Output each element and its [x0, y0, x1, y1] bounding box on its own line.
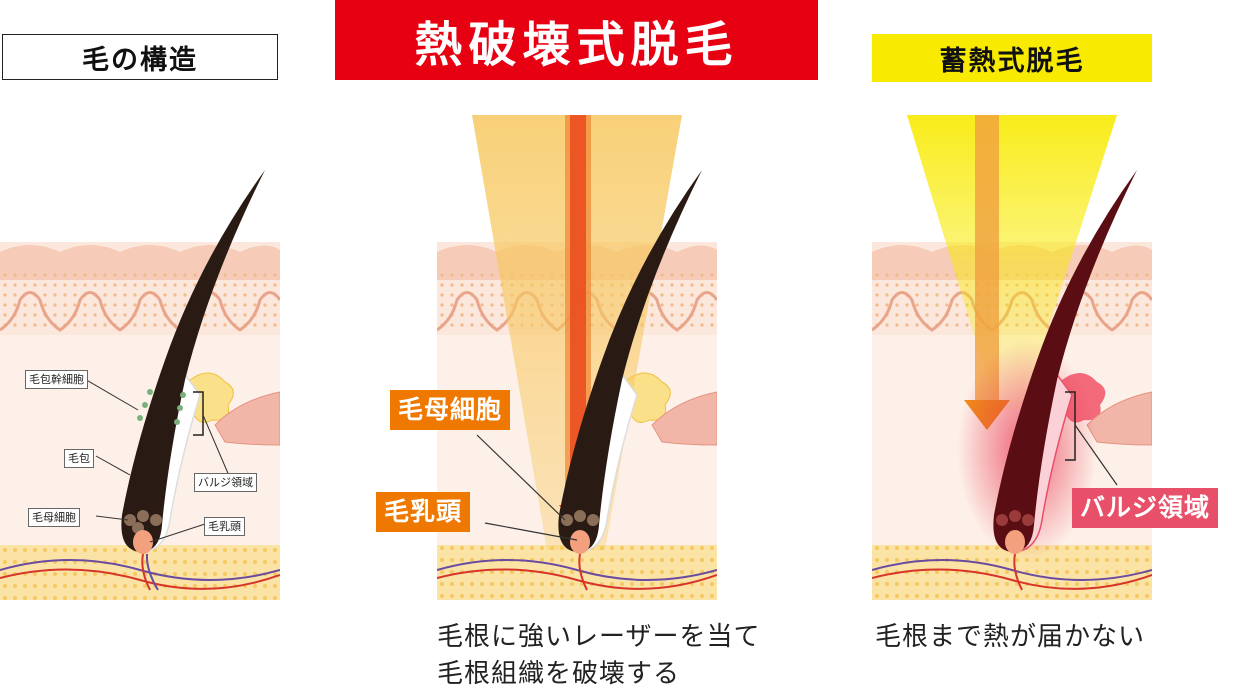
thermal-destruction-title: 熱破壊式脱毛: [335, 0, 818, 80]
heat-bulge-label: バルジ領域: [1072, 488, 1219, 528]
heat-storage-diagram: [872, 115, 1152, 600]
matrix-label: 毛母細胞: [28, 508, 80, 527]
thermal-caption-line1: 毛根に強いレーザーを当て: [437, 622, 761, 652]
bulge-label: バルジ領域: [194, 473, 257, 492]
papilla-label: 毛乳頭: [204, 517, 245, 536]
thermal-caption-line2: 毛根組織を破壊する: [437, 659, 681, 689]
thermal-matrix-label: 毛母細胞: [390, 390, 511, 430]
thermal-papilla-label: 毛乳頭: [376, 492, 471, 532]
thermal-destruction-diagram: [437, 115, 717, 600]
heat-storage-title: 蓄熱式脱毛: [872, 34, 1152, 82]
hair-structure-diagram: [0, 170, 280, 600]
structure-title: 毛の構造: [2, 34, 278, 80]
heat-caption: 毛根まで熱が届かない: [875, 622, 1146, 652]
follicle-label: 毛包: [64, 449, 94, 468]
stem-cell-label: 毛包幹細胞: [25, 370, 88, 389]
